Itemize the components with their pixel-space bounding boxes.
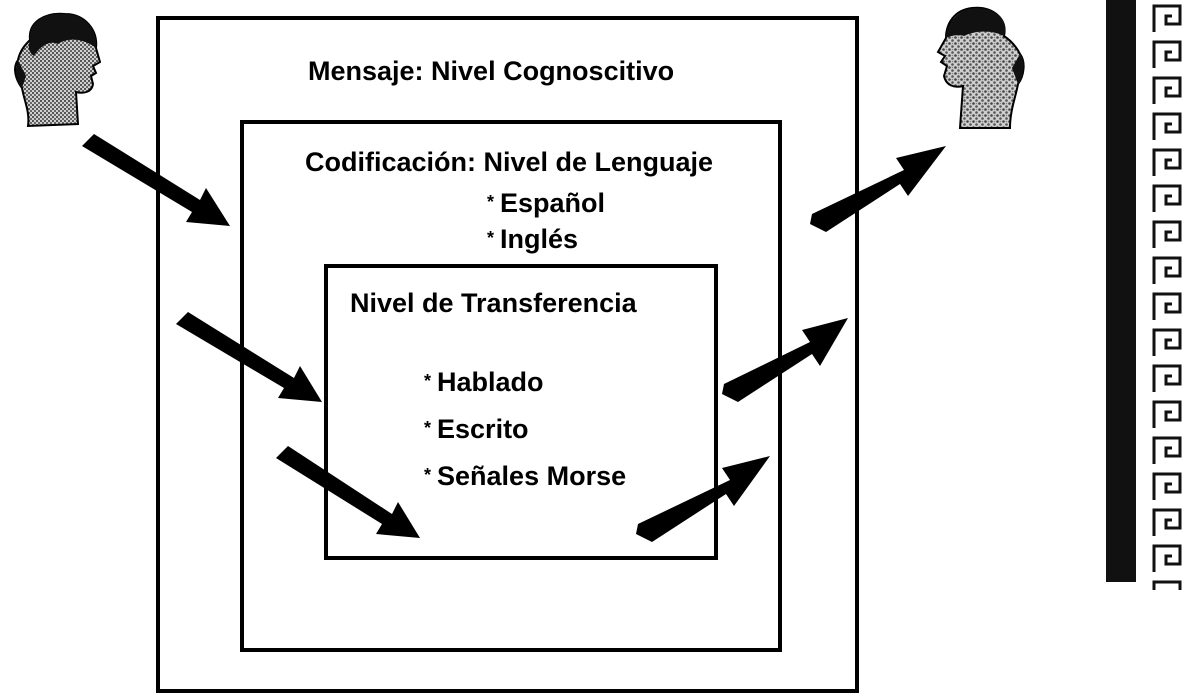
bullet: *: [487, 192, 495, 212]
language-label: Inglés: [500, 224, 579, 254]
coding-level-title: Codificación: Nivel de Lenguaje: [305, 147, 714, 177]
sender-head-icon: [14, 12, 102, 128]
meander-segment: [1152, 256, 1182, 284]
medium-label: Señales Morse: [437, 461, 627, 491]
language-item: *Español: [487, 190, 605, 217]
meander-segment: [1152, 472, 1182, 500]
transfer-level-title: Nivel de Transferencia: [350, 288, 637, 318]
meander-segment: [1152, 220, 1182, 248]
meander-segment: [1152, 364, 1182, 392]
bullet: *: [424, 465, 432, 485]
language-label: Español: [500, 188, 606, 218]
meander-segment: [1152, 292, 1182, 320]
bullet: *: [487, 228, 495, 248]
arrow-icon: [810, 146, 946, 232]
bullet: *: [424, 371, 432, 391]
border-bar: [1106, 0, 1136, 582]
meander-segment: [1152, 400, 1182, 428]
meander-segment: [1152, 436, 1182, 464]
greek-key-border: [1152, 4, 1182, 590]
medium-label: Escrito: [437, 414, 529, 444]
meander-segment: [1152, 580, 1182, 590]
arrow-icon: [636, 456, 770, 542]
meander-segment: [1152, 76, 1182, 104]
meander-segment: [1152, 184, 1182, 212]
arrow-icon: [82, 134, 230, 226]
medium-item: *Escrito: [424, 416, 529, 443]
medium-item: *Señales Morse: [424, 463, 626, 490]
meander-segment: [1152, 544, 1182, 572]
coding-level-box: [240, 120, 782, 652]
arrow-icon: [722, 318, 848, 402]
receiver-head-icon: [936, 6, 1025, 129]
arrow-icon: [276, 446, 420, 538]
medium-item: *Hablado: [424, 369, 544, 396]
arrow-icon: [176, 312, 322, 402]
message-level-title: Mensaje: Nivel Cognoscitivo: [308, 56, 675, 86]
message-level-box: [156, 16, 859, 693]
language-item: *Inglés: [487, 226, 578, 253]
bullet: *: [424, 418, 432, 438]
meander-segment: [1152, 112, 1182, 140]
meander-segment: [1152, 148, 1182, 176]
meander-segment: [1152, 40, 1182, 68]
medium-label: Hablado: [437, 367, 544, 397]
meander-segment: [1152, 328, 1182, 356]
meander-segment: [1152, 508, 1182, 536]
meander-segment: [1152, 4, 1182, 32]
transfer-level-box: [324, 264, 718, 560]
